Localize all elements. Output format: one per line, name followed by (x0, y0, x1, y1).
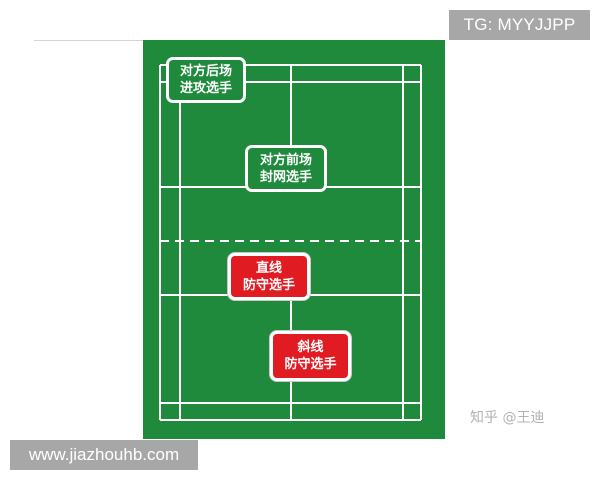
diagonal-defender-line2: 防守选手 (284, 357, 337, 372)
straight-defender-label: 直线 防守选手 (228, 253, 310, 300)
rear-attacker-line1: 对方后场 (179, 64, 232, 79)
rear-attacker-line2: 进攻选手 (179, 81, 232, 96)
front-blocker-line1: 对方前场 (259, 152, 312, 168)
front-blocker-label: 对方前场 封网选手 (245, 145, 327, 192)
straight-defender-line2: 防守选手 (242, 277, 295, 293)
url-watermark: www.jiazhouhb.com (10, 440, 198, 470)
diagonal-defender-line1: 斜线 (297, 340, 324, 355)
front-blocker-line2: 封网选手 (259, 169, 312, 185)
telegram-watermark: TG: MYYJJPP (449, 10, 590, 40)
diagonal-defender-label: 斜线 防守选手 (270, 331, 351, 381)
zhihu-watermark: 知乎 @王迪 (470, 410, 545, 426)
straight-defender-line1: 直线 (255, 260, 282, 276)
rear-attacker-label: 对方后场 进攻选手 (166, 57, 246, 103)
